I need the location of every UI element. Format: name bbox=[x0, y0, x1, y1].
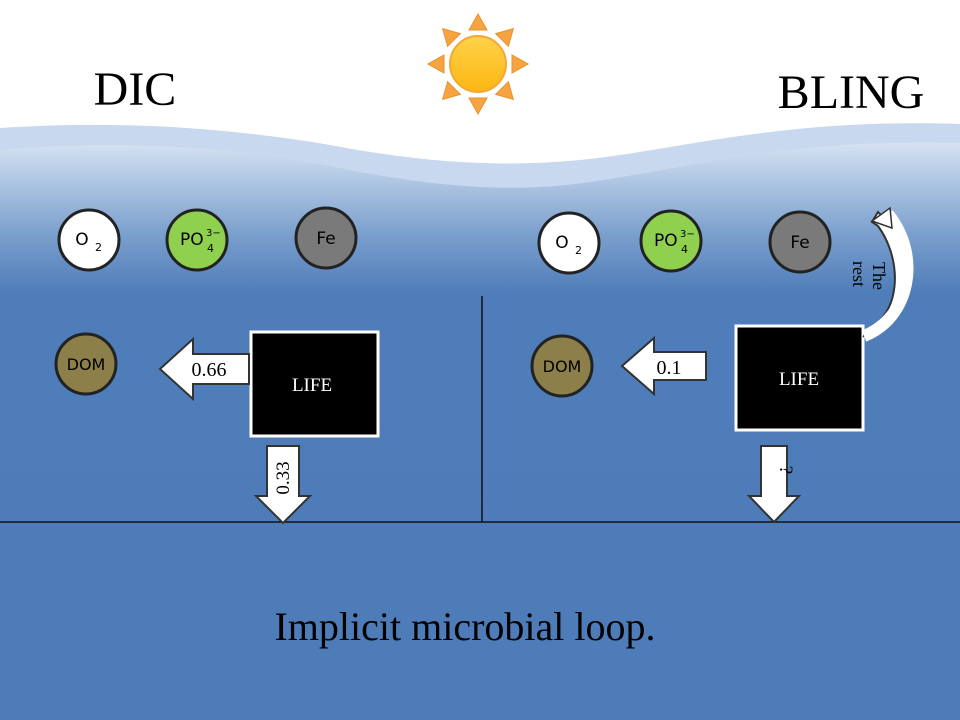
left-title: DIC bbox=[94, 63, 177, 116]
right-dom-node: DOM bbox=[530, 334, 594, 398]
left-export-arrow: 0.33 bbox=[253, 445, 313, 525]
right-dom-flux-arrow: 0.1 bbox=[620, 335, 707, 397]
left-dom-flux-arrow: 0.66 bbox=[158, 336, 250, 402]
left-fe-label: Fe bbox=[316, 229, 335, 249]
right-recycle-arrow: The rest bbox=[849, 206, 914, 342]
left-po4-sub: 4 bbox=[207, 242, 214, 255]
right-o2-node: O 2 bbox=[537, 211, 601, 275]
right-o2-label: O bbox=[555, 233, 568, 253]
right-export-arrow: ? bbox=[746, 445, 802, 524]
right-fe-label: Fe bbox=[790, 233, 809, 253]
right-fe-node: Fe bbox=[768, 210, 832, 274]
right-o2-sub: 2 bbox=[575, 244, 582, 257]
right-export-flux-label: ? bbox=[775, 466, 796, 474]
right-po4-label: PO bbox=[654, 231, 678, 251]
right-dom-label: DOM bbox=[543, 357, 582, 376]
svg-text:O: O bbox=[75, 230, 88, 250]
left-life-box: LIFE bbox=[249, 330, 380, 438]
right-po4-sub: 4 bbox=[681, 243, 688, 256]
left-dom-node: DOM bbox=[54, 332, 118, 396]
recycle-label-line1: The bbox=[869, 262, 889, 290]
right-life-label: LIFE bbox=[779, 369, 819, 390]
left-dom-label: DOM bbox=[67, 355, 106, 374]
right-title: BLING bbox=[778, 66, 925, 119]
left-o2-sub: 2 bbox=[95, 241, 102, 254]
left-life-label: LIFE bbox=[292, 375, 332, 396]
left-po4-charge: 3− bbox=[206, 228, 221, 239]
right-po4-charge: 3− bbox=[680, 229, 695, 240]
right-po4-node: PO 3− 4 bbox=[639, 209, 703, 273]
right-dom-flux-label: 0.1 bbox=[657, 357, 682, 379]
caption: Implicit microbial loop. bbox=[274, 604, 655, 649]
left-panel: O 2 PO 3− 4 Fe DOM LIFE 0.66 0.33 bbox=[54, 206, 380, 525]
left-o2-label: O bbox=[75, 230, 88, 250]
right-panel: O 2 PO 3− 4 Fe DOM LIFE 0.1 ? bbox=[530, 206, 914, 524]
recycle-label-line2: rest bbox=[849, 261, 869, 287]
left-o2-node: O 2 bbox=[57, 208, 121, 272]
ocean-body bbox=[0, 142, 960, 720]
left-fe-node: Fe bbox=[294, 206, 358, 270]
right-life-box: LIFE bbox=[734, 324, 865, 432]
left-dom-flux-label: 0.66 bbox=[192, 359, 227, 381]
left-po4-node: PO 3− 4 bbox=[165, 208, 229, 272]
left-export-flux-label: 0.33 bbox=[273, 461, 294, 494]
sun-icon bbox=[426, 12, 530, 116]
left-po4-label: PO bbox=[180, 230, 204, 250]
